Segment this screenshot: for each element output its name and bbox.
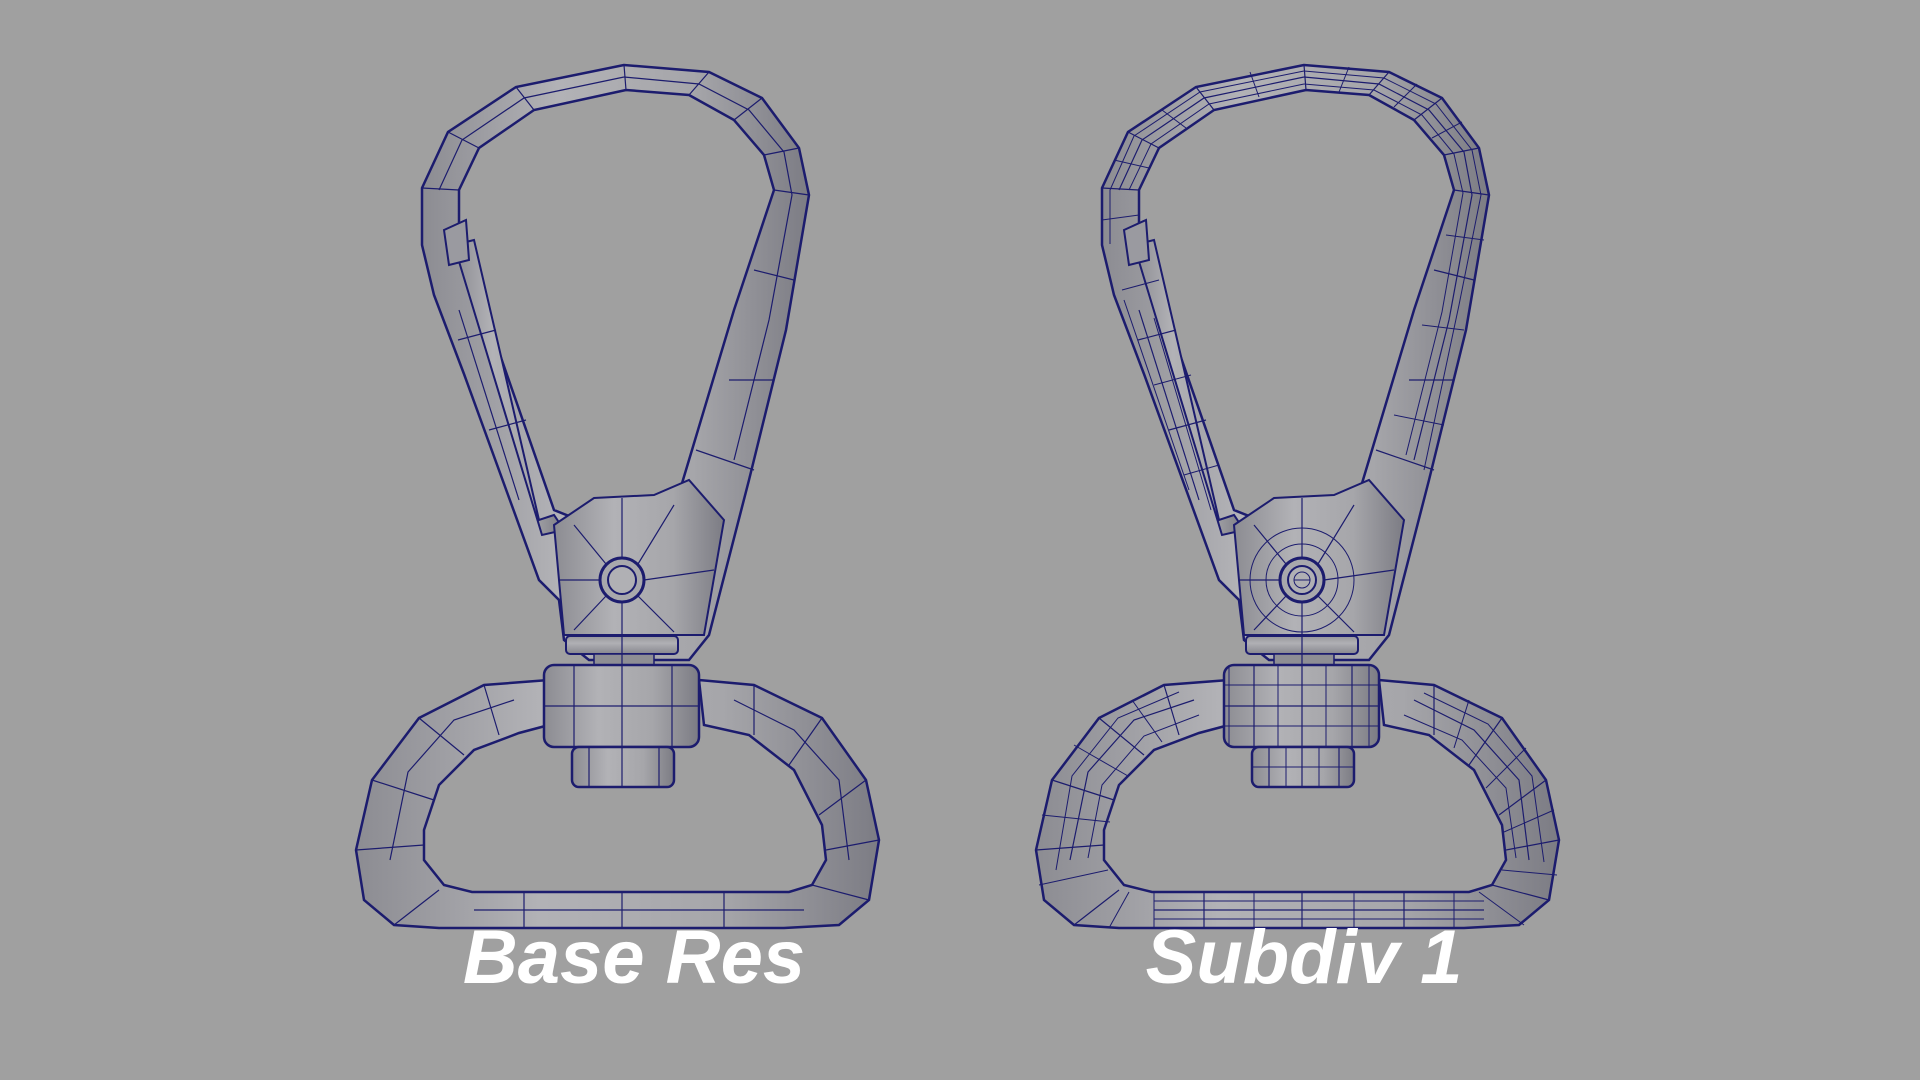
subdiv-1-model — [1034, 63, 1561, 930]
base-res-model — [354, 63, 881, 930]
subdiv-1-label: Subdiv 1 — [1145, 915, 1463, 1000]
base-res-label: Base Res — [462, 915, 806, 1000]
